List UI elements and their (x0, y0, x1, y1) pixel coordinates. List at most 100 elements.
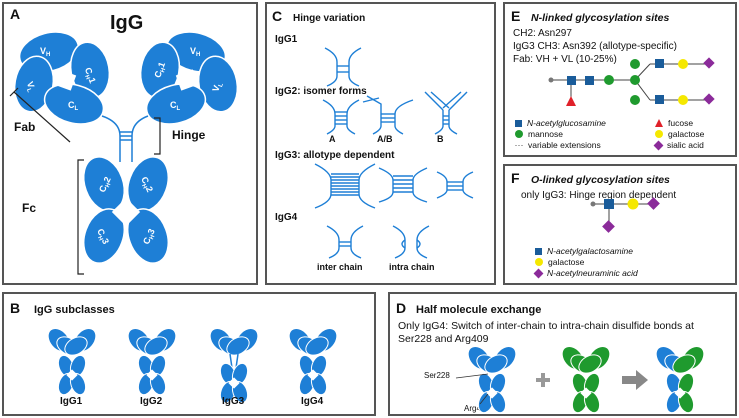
igg2-hinge-b (424, 91, 468, 135)
legend-sialic-text: sialic acid (667, 140, 704, 150)
legend-neu5ac: N-acetylneuraminic acid (533, 268, 638, 278)
ser228-pointer (455, 373, 489, 379)
legend-fucose-text: fucose (668, 118, 694, 128)
panel-d-desc-line1: Only IgG4: Switch of inter-chain to intr… (398, 320, 694, 332)
igg2-hinge-label: IgG2: isomer forms (275, 86, 367, 97)
igg2-form-ab: A/B (377, 134, 393, 144)
panel-a: A IgG Fab Hinge Fc (2, 2, 258, 285)
panel-f-title: O-linked glycosylation sites (531, 174, 670, 186)
panel-d-letter: D (396, 300, 407, 316)
arg409-label: Arg409 (464, 404, 490, 413)
subclass-label-igg3: IgG3 (222, 396, 245, 407)
igg3-hinge-short (436, 171, 474, 199)
igg-diagram: VH VL CH1 CL VH VL CH1 CL CH2 CH2 CH3 CH… (9, 31, 239, 275)
panel-b-title: IgG subclasses (34, 304, 115, 316)
fab-left (13, 31, 111, 125)
igg3-hinge-mid (378, 167, 428, 203)
igg3-mini (205, 323, 263, 406)
igg2-form-b: B (437, 134, 444, 144)
legend-sialic: sialic acid (653, 140, 704, 150)
fab-bracket (13, 91, 71, 143)
sialic-acid-icon (653, 140, 664, 150)
igg2-mini (123, 323, 181, 398)
fucose-triangle (566, 96, 576, 106)
igg2-hinge-ab (362, 95, 414, 135)
igg4-intra-chain (392, 225, 430, 259)
igg2-form-a: A (329, 134, 336, 144)
igg4-mini (284, 323, 342, 398)
legend-variable-text: variable extensions (528, 140, 601, 150)
blue-igg4 (463, 341, 521, 414)
panel-b: B IgG subclasses IgG1 IgG2 IgG3 IgG4 (2, 292, 376, 416)
galactose-f-icon (535, 258, 543, 266)
inter-chain-label: inter chain (317, 262, 363, 272)
panel-a-letter: A (10, 6, 21, 22)
panel-d: D Half molecule exchange Only IgG4: Swit… (388, 292, 737, 416)
galactose-icon (655, 130, 663, 138)
n-site-fab: Fab: VH + VL (10-25%) (513, 54, 617, 65)
panel-e: E N-linked glycosylation sites CH2: Asn2… (503, 2, 737, 157)
n-glycan-diagram (548, 57, 715, 106)
cl-label-right: CL (170, 100, 181, 112)
panel-f-subtitle: only IgG3: Hinge region dependent (521, 190, 677, 201)
igg1-mini (43, 323, 101, 398)
igg1-hinge-label: IgG1 (275, 34, 298, 45)
hinge-bracket (154, 117, 161, 155)
panel-f: F O-linked glycosylation sites only IgG3… (503, 164, 737, 285)
igg-subclasses-diagram (43, 323, 342, 406)
igg3-hinge-label: IgG3: allotype dependent (275, 150, 395, 161)
legend-glcnac: N-acetylglucosamine (515, 118, 606, 128)
subclass-label-igg2: IgG2 (140, 396, 163, 407)
variable-extensions-icon: ··· (514, 139, 524, 150)
subclass-label-igg1: IgG1 (60, 396, 83, 407)
legend-mannose: mannose (515, 129, 563, 139)
intra-chain-label: intra chain (389, 262, 435, 272)
fab-bracket-end (9, 87, 19, 97)
legend-galactose-f: galactose (535, 257, 584, 267)
igg4-hinge-label: IgG4 (275, 212, 298, 223)
legend-glcnac-text: N-acetylglucosamine (527, 118, 606, 128)
vh-label-left: VH (40, 46, 50, 58)
fab-right (139, 31, 239, 125)
hinge-variation-diagram (314, 47, 474, 259)
legend-galactose-e-text: galactose (668, 129, 705, 139)
legend-mannose-text: mannose (528, 129, 563, 139)
subclass-label-igg4: IgG4 (301, 396, 324, 407)
hinge-label: Hinge (172, 128, 206, 142)
igg3-hinge-long (314, 163, 376, 209)
igg1-hinge (324, 47, 362, 87)
hybrid-igg4 (651, 341, 709, 414)
legend-neu5ac-text: N-acetylneuraminic acid (547, 268, 638, 278)
legend-galnac: N-acetylgalactosamine (535, 246, 633, 256)
n-site-ch2: CH2: Asn297 (513, 28, 572, 39)
panel-c-letter: C (272, 8, 283, 24)
legend-galnac-text: N-acetylgalactosamine (547, 246, 633, 256)
legend-variable: ··· variable extensions (515, 140, 601, 150)
fc-label: Fc (22, 201, 37, 215)
ser228-label: Ser228 (424, 371, 450, 380)
panel-b-letter: B (10, 300, 21, 316)
neu5ac-icon (533, 268, 544, 278)
plus-icon (536, 373, 550, 387)
panel-d-title: Half molecule exchange (416, 304, 542, 316)
o-glycan-diagram (590, 197, 660, 233)
panel-c-title: Hinge variation (293, 13, 366, 24)
fc-bracket (77, 159, 84, 275)
panel-a-title: IgG (110, 12, 144, 34)
green-igg4 (557, 341, 615, 414)
n-site-igg3-ch3: IgG3 CH3: Asn392 (allotype-specific) (513, 41, 677, 52)
glcnac-icon (515, 119, 522, 127)
igg2-hinge-a (322, 99, 360, 135)
fc (82, 156, 170, 264)
hinge (101, 115, 149, 162)
arrow-right-icon (622, 370, 648, 390)
vh-label-right: VH (190, 46, 200, 58)
half-molecule-exchange-diagram (455, 341, 709, 414)
panel-c: C Hinge variation IgG1 IgG2: isomer form… (265, 2, 496, 285)
legend-galactose-e: galactose (655, 129, 704, 139)
panel-e-title: N-linked glycosylation sites (531, 12, 670, 24)
fucose-icon (655, 119, 663, 127)
galnac-icon (535, 247, 542, 255)
cl-label-left: CL (68, 100, 79, 112)
legend-galactose-f-text: galactose (548, 257, 585, 267)
